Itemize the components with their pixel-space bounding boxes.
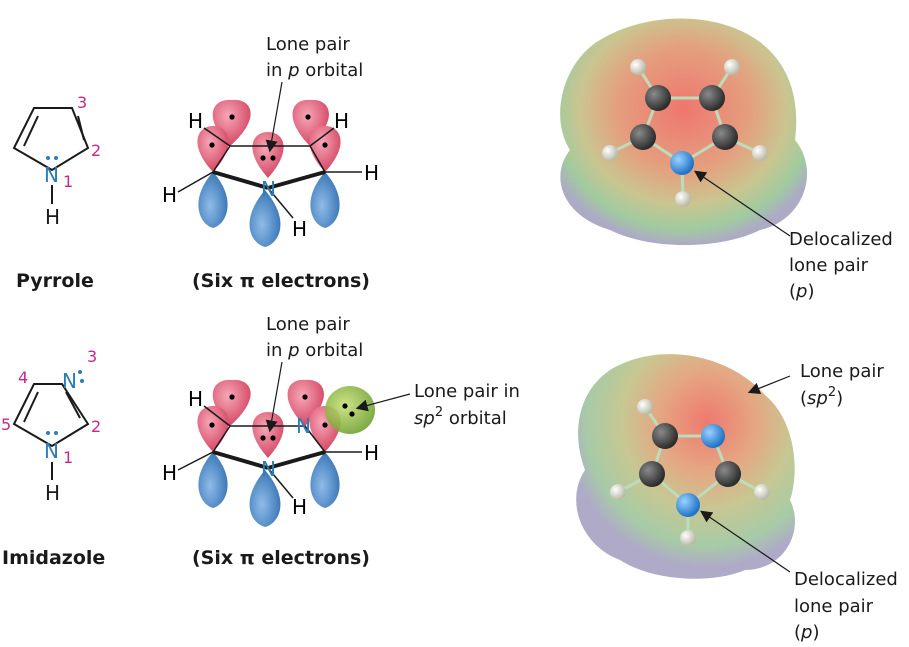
imidazole-h-label: H <box>45 481 60 505</box>
pyrrole-num-3: 3 <box>77 93 87 112</box>
imidazole-orb-n3: N <box>296 414 311 438</box>
imidazole-orbital-diagram: H H H H N N Lone pair in p orbital Lone … <box>162 314 520 527</box>
pyrrole-h-label: H <box>45 205 60 229</box>
imidazole-name: Imidazole <box>2 547 105 569</box>
pyrrole-name: Pyrrole <box>16 270 94 292</box>
imidazole-n1-label: N <box>44 439 59 463</box>
imidazole-map-callout-top: Lone pair (sp2) <box>800 361 884 409</box>
imidazole-num-4: 4 <box>18 368 28 387</box>
imidazole-p-orbital-label: in p orbital <box>266 340 363 361</box>
imidazole-orb-n1: N <box>261 457 276 481</box>
imidazole-top-sp2-text: (sp2) <box>800 385 843 409</box>
pyrrole-map-callout: Delocalized lone pair (p) <box>789 229 893 302</box>
imidazole-delocalized-label: Delocalized <box>794 569 898 590</box>
imidazole-orbital-caption: (Six π electrons) <box>192 547 370 569</box>
pyrrole-orb-h1: H <box>188 109 203 133</box>
pyrrole-num-2: 2 <box>91 141 101 160</box>
pyrrole-orb-h2: H <box>334 109 349 133</box>
pyrrole-lone-pair-label: Lone pair <box>266 34 350 55</box>
pyrrole-orbital-caption: (Six π electrons) <box>192 270 370 292</box>
imidazole-sp2-orbital-label: sp2 orbital <box>414 405 507 429</box>
pyrrole-potential-map <box>560 18 808 245</box>
imidazole-top-lone-pair-text: Lone pair <box>800 361 884 382</box>
imidazole-lone-pair-label: Lone pair <box>266 314 350 335</box>
imidazole-num-2: 2 <box>91 417 101 436</box>
pyrrole-orb-h4: H <box>364 161 379 185</box>
pyrrole-structure: N H 1 2 3 <box>12 93 101 229</box>
imidazole-num-3: 3 <box>87 347 97 366</box>
imidazole-structure: N N H 1 2 3 4 5 <box>1 347 101 505</box>
imidazole-n3-label: N <box>62 369 77 393</box>
imidazole-p-text: (p) <box>794 622 820 643</box>
imidazole-orb-h2: H <box>162 461 177 485</box>
pyrrole-n-label: N <box>44 163 59 187</box>
imidazole-orb-h1: H <box>188 387 203 411</box>
pyrrole-p-text: (p) <box>789 281 815 302</box>
imidazole-num-1: 1 <box>63 448 73 467</box>
pyrrole-delocalized-label: Delocalized <box>789 229 893 250</box>
imidazole-orb-h3: H <box>364 441 379 465</box>
pyrrole-orb-n: N <box>261 177 276 201</box>
imidazole-num-5: 5 <box>1 415 11 434</box>
imidazole-orb-h4: H <box>292 495 307 519</box>
imidazole-potential-map <box>576 354 795 579</box>
pyrrole-orb-h3: H <box>162 183 177 207</box>
imidazole-map-callout: Delocalized lone pair (p) <box>794 569 898 643</box>
pyrrole-orb-h5: H <box>292 217 307 241</box>
imidazole-lone-pair-text: lone pair <box>794 596 874 617</box>
pyrrole-lone-pair-text: lone pair <box>789 255 869 276</box>
pyrrole-orbital-diagram: H H H H H N Lone pair in p orbital <box>162 34 379 247</box>
pyrrole-num-1: 1 <box>63 172 73 191</box>
pyrrole-p-orbital-label: in p orbital <box>266 60 363 81</box>
imidazole-sp2-label: Lone pair in <box>414 381 520 402</box>
